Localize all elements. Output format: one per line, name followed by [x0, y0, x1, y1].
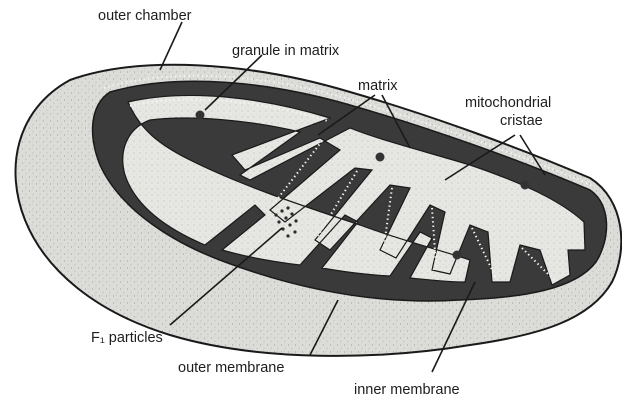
label-cristae: cristae: [500, 113, 543, 129]
granule: [521, 181, 530, 190]
leader-outer-chamber: [160, 22, 182, 70]
label-matrix: matrix: [358, 78, 398, 94]
label-inner-membrane: inner membrane: [354, 382, 460, 398]
label-outer-chamber: outer chamber: [98, 8, 192, 24]
label-outer-membrane: outer membrane: [178, 360, 284, 376]
granule: [196, 111, 205, 120]
granule: [376, 153, 385, 162]
label-f1-particles: F₁ particles: [91, 330, 163, 346]
label-mitochondrial: mitochondrial: [465, 95, 551, 111]
label-granule-in-matrix: granule in matrix: [232, 43, 340, 59]
granule: [453, 251, 462, 260]
